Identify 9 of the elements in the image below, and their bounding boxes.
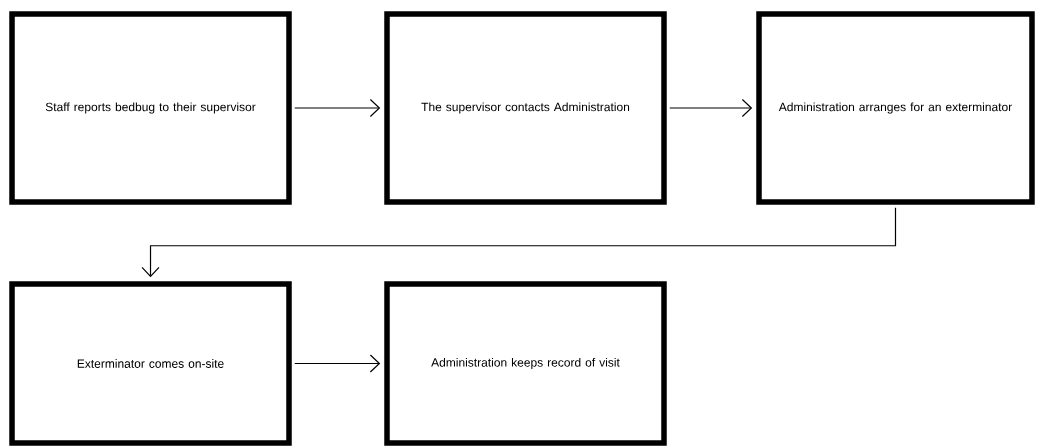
process-box: The supervisor contacts Administration [384,11,667,205]
arrow [141,207,897,278]
process-box: Exterminator comes on-site [9,281,292,446]
arrow [669,98,753,118]
process-box: Staff reports bedbug to their supervisor [9,11,292,205]
process-box: Administration keeps record of visit [384,281,667,446]
arrow [294,354,381,373]
process-box: Administration arranges for an exterminator [756,11,1035,205]
arrow [294,98,381,118]
